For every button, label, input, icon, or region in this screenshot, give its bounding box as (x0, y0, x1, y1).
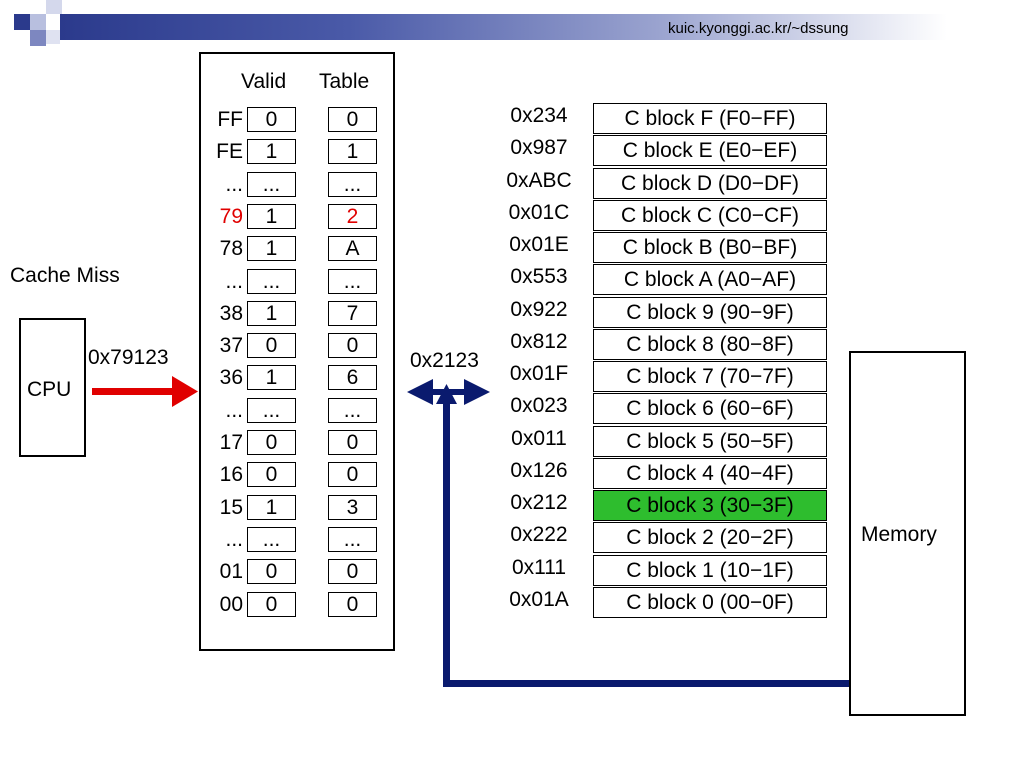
valid-cell: 0 (247, 559, 296, 584)
table-row-index: 01 (219, 560, 243, 583)
cache-block: C block 0 (00−0F) (593, 587, 827, 618)
table-row-index: FE (216, 140, 243, 163)
header-url: kuic.kyonggi.ac.kr/~dssung (668, 20, 849, 37)
header-square-dark (14, 14, 30, 30)
valid-cell: 1 (247, 301, 296, 326)
cache-block-address: 0x01E (509, 233, 569, 256)
table-cell: 3 (328, 495, 377, 520)
valid-cell: ... (247, 269, 296, 294)
bidirectional-address-arrow (407, 379, 490, 405)
table-row-index: ... (225, 528, 243, 551)
cache-block: C block 2 (20−2F) (593, 522, 827, 553)
cpu-label: CPU (27, 378, 72, 401)
table-cell: 2 (328, 204, 377, 229)
cache-block-address: 0x111 (511, 556, 567, 579)
table-cell: A (328, 236, 377, 261)
valid-cell: 0 (247, 462, 296, 487)
valid-cell: 1 (247, 495, 296, 520)
cache-block: C block C (C0−CF) (593, 200, 827, 231)
table-cell: ... (328, 172, 377, 197)
table-row-index: 38 (219, 302, 243, 325)
valid-cell: 0 (247, 430, 296, 455)
cpu-address-label: 0x79123 (88, 346, 169, 369)
table-row-index: ... (225, 173, 243, 196)
header-bar (60, 14, 1024, 40)
table-cell: 0 (328, 333, 377, 358)
cache-block-address: 0xABC (506, 169, 572, 192)
cache-block: C block E (E0−EF) (593, 135, 827, 166)
table-cell: 7 (328, 301, 377, 326)
cache-block-address: 0x222 (510, 523, 568, 546)
table-cell: 0 (328, 430, 377, 455)
cache-block: C block B (B0−BF) (593, 232, 827, 263)
header-square-light-2 (46, 0, 62, 14)
cache-block: C block 9 (90−9F) (593, 297, 827, 328)
valid-cell: 1 (247, 365, 296, 390)
memory-box (849, 351, 966, 716)
table-row-index: 15 (219, 496, 243, 519)
cache-block-address: 0x922 (510, 298, 568, 321)
valid-cell: 1 (247, 139, 296, 164)
cpu-box (19, 318, 86, 457)
cache-block-address: 0x011 (511, 427, 567, 450)
table-cell: 1 (328, 139, 377, 164)
table-cell: ... (328, 398, 377, 423)
cache-block: C block 7 (70−7F) (593, 361, 827, 392)
cache-block: C block 4 (40−4F) (593, 458, 827, 489)
cache-miss-label: Cache Miss (10, 264, 120, 287)
table-row-index: ... (225, 399, 243, 422)
header-square-mid (30, 30, 46, 46)
valid-cell: ... (247, 398, 296, 423)
table-cell: 0 (328, 592, 377, 617)
valid-cell: 1 (247, 204, 296, 229)
table-row-index: 16 (219, 463, 243, 486)
table-header: Table (319, 70, 370, 93)
header-square-light (30, 14, 46, 30)
table-cell: 0 (328, 462, 377, 487)
header-square-pale (46, 30, 60, 44)
cpu-to-table-arrow (92, 376, 198, 407)
cache-block-address: 0x126 (510, 459, 568, 482)
table-row-index: FF (217, 108, 243, 131)
table-cell: ... (328, 269, 377, 294)
cache-block-address: 0x553 (510, 265, 568, 288)
cache-block: C block 1 (10−1F) (593, 555, 827, 586)
cache-block: C block 3 (30−3F) (593, 490, 827, 521)
valid-cell: 0 (247, 107, 296, 132)
valid-header: Valid (241, 70, 287, 93)
cache-block-address: 0x234 (510, 104, 568, 127)
table-cell: 0 (328, 559, 377, 584)
cache-block-address: 0x01F (509, 362, 569, 385)
table-cell: 0 (328, 107, 377, 132)
cache-block: C block 6 (60−6F) (593, 393, 827, 424)
translated-address-label: 0x2123 (410, 349, 479, 372)
memory-label: Memory (861, 523, 937, 546)
cache-block-address: 0x023 (510, 394, 568, 417)
table-row-index: ... (225, 270, 243, 293)
valid-cell: ... (247, 172, 296, 197)
cache-block: C block D (D0−DF) (593, 168, 827, 199)
valid-cell: 0 (247, 592, 296, 617)
cache-block: C block F (F0−FF) (593, 103, 827, 134)
cache-block-address: 0x01A (509, 588, 569, 611)
cache-block: C block A (A0−AF) (593, 264, 827, 295)
valid-cell: 0 (247, 333, 296, 358)
table-cell: ... (328, 527, 377, 552)
table-row-index: 78 (219, 237, 243, 260)
table-row-index: 37 (219, 334, 243, 357)
table-row-index: 00 (219, 593, 243, 616)
valid-cell: 1 (247, 236, 296, 261)
cache-block-address: 0x01C (508, 201, 570, 224)
cache-block: C block 5 (50−5F) (593, 426, 827, 457)
table-row-index: 17 (219, 431, 243, 454)
cache-block-address: 0x212 (510, 491, 568, 514)
cache-block: C block 8 (80−8F) (593, 329, 827, 360)
cache-block-address: 0x987 (510, 136, 568, 159)
valid-cell: ... (247, 527, 296, 552)
table-row-index: 79 (219, 205, 243, 228)
table-row-index: 36 (219, 366, 243, 389)
cache-block-address: 0x812 (510, 330, 568, 353)
table-cell: 6 (328, 365, 377, 390)
